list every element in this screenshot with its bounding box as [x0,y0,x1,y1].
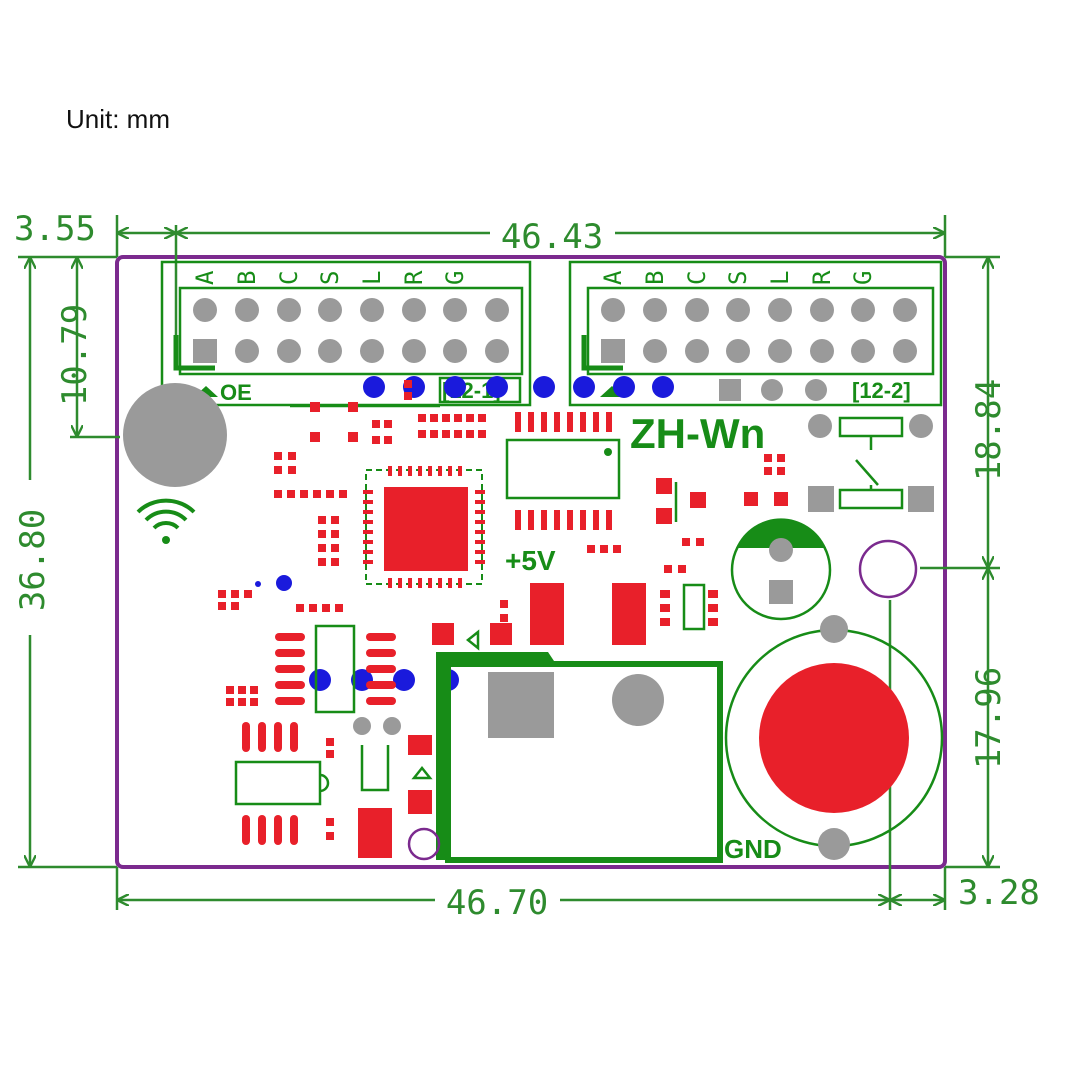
board-outline [115,255,947,869]
unit-label: Unit: mm [66,104,170,134]
header-right-label: [12-2] [852,378,911,403]
dim-top-left-offset: 3.55 [14,209,96,249]
dim-bottom-right-offset: 3.28 [958,873,1040,913]
pin-label-b-right: B [641,271,669,285]
dim-bottom-width: 46.70 [446,883,548,923]
dim-right-upper: 18.84 [969,379,1009,481]
mcu-chip [363,466,485,588]
buzzer [123,383,227,487]
pin-label-s-left: S [316,271,344,285]
wifi-icon [136,498,196,544]
pin-label-r-right: R [808,270,836,285]
gray-pads-right [719,379,934,512]
dim-header-height: 10.79 [55,304,95,406]
mounting-hole [858,539,918,599]
pin-label-l-left: L [358,271,386,285]
dim-top-width: 46.43 [501,217,603,257]
ground-label: GND [724,834,782,864]
test-point [407,827,441,861]
dim-right-lower: 17.96 [969,667,1009,769]
dc-jack [436,652,723,863]
pin-label-l-right: L [766,271,794,285]
pin-labels-left: A B C S L R G [191,270,469,285]
pin-label-s-right: S [724,271,752,285]
power-label: +5V [505,545,556,576]
pin-label-b-left: B [233,271,261,285]
header-connector-left [160,260,532,408]
pin-label-a-left: A [191,270,219,285]
silk-dots [353,717,401,735]
silk-outlines [234,482,706,806]
pin-label-r-left: R [400,270,428,285]
pin-label-g-right: G [849,271,877,285]
pin-label-g-left: G [441,271,469,285]
pin-label-c-right: C [683,271,711,285]
smd-pads [218,380,788,858]
switch-symbol [838,416,904,510]
oe-label: OE [220,380,252,405]
pin-label-a-right: A [599,270,627,285]
sop-chip [505,412,621,530]
model-label: ZH-Wn [630,410,765,457]
header-pins [193,298,917,363]
pin-labels-right: A B C S L R G [599,270,877,285]
dim-left-height: 36.80 [13,509,53,611]
pin-label-c-left: C [275,271,303,285]
electrolytic-capacitor [730,518,832,621]
push-button [724,615,944,860]
